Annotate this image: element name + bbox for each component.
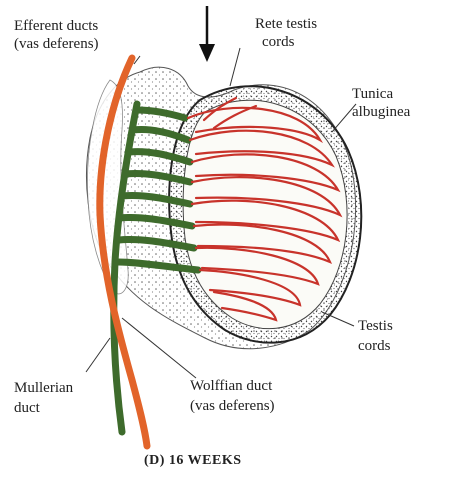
mullerian-duct-sublabel: duct <box>14 400 40 417</box>
tunica-albuginea-label: Tunica <box>352 86 393 103</box>
figure-caption: (D) 16 WEEKS <box>144 452 242 469</box>
efferent-ducts-sublabel: (vas deferens) <box>14 36 99 53</box>
down-arrow-icon <box>199 6 215 62</box>
wolffian-duct-label: Wolffian duct <box>190 378 272 395</box>
rete-testis-sublabel: cords <box>262 34 295 51</box>
tunica-albuginea-sublabel: albuginea <box>352 104 410 121</box>
mullerian-duct-label: Mullerian <box>14 380 73 397</box>
testis-cords-sublabel: cords <box>358 338 391 355</box>
rete-testis-label: Rete testis <box>255 16 317 33</box>
efferent-ducts-label: Efferent ducts <box>14 18 98 35</box>
testis-cords-label: Testis <box>358 318 393 335</box>
wolffian-duct-sublabel: (vas deferens) <box>190 398 275 415</box>
